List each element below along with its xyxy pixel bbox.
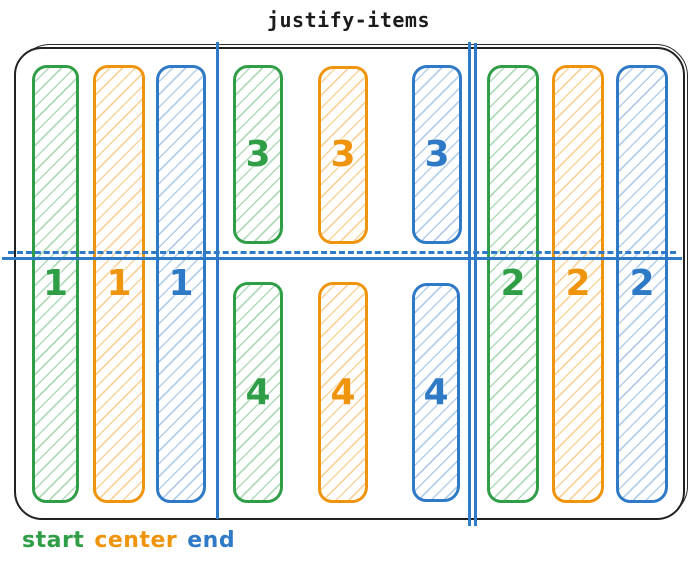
item-number: 2 xyxy=(565,263,591,304)
grid-column-line-2 xyxy=(468,42,471,526)
grid-item-4-center: 4 xyxy=(318,282,368,503)
grid-column-line-2-sketch xyxy=(474,43,477,526)
item-number: 4 xyxy=(423,371,449,413)
grid-item-2-center: 2 xyxy=(552,65,604,503)
legend-end: end xyxy=(187,528,236,553)
grid-item-4-start: 4 xyxy=(233,282,283,503)
grid-item-1-center: 1 xyxy=(93,65,145,503)
grid-item-4-end: 4 xyxy=(412,283,460,502)
item-number: 1 xyxy=(168,263,194,304)
item-number: 3 xyxy=(424,133,450,175)
grid-column-line-1 xyxy=(216,42,219,519)
item-number: 4 xyxy=(245,371,271,413)
grid-item-3-end: 3 xyxy=(412,65,462,244)
grid-item-3-start: 3 xyxy=(233,65,283,244)
grid-item-2-start: 2 xyxy=(487,65,539,503)
legend: start center end xyxy=(22,528,235,553)
legend-center: center xyxy=(94,528,178,553)
grid-item-3-center: 3 xyxy=(318,66,368,244)
item-number: 1 xyxy=(106,263,132,304)
item-number: 2 xyxy=(500,263,526,304)
legend-start: start xyxy=(22,528,85,553)
item-number: 3 xyxy=(245,133,271,175)
grid-item-2-end: 2 xyxy=(616,65,668,503)
item-number: 2 xyxy=(629,263,655,304)
item-number: 3 xyxy=(330,134,356,175)
item-number: 4 xyxy=(330,371,356,413)
grid-container-outline xyxy=(14,47,685,520)
item-number: 1 xyxy=(42,263,69,304)
grid-row-line-dashed xyxy=(8,251,676,254)
grid-item-1-start: 1 xyxy=(32,65,79,503)
diagram-title: justify-items xyxy=(266,8,431,32)
grid-row-line-solid xyxy=(2,257,682,260)
grid-item-1-end: 1 xyxy=(156,65,206,503)
